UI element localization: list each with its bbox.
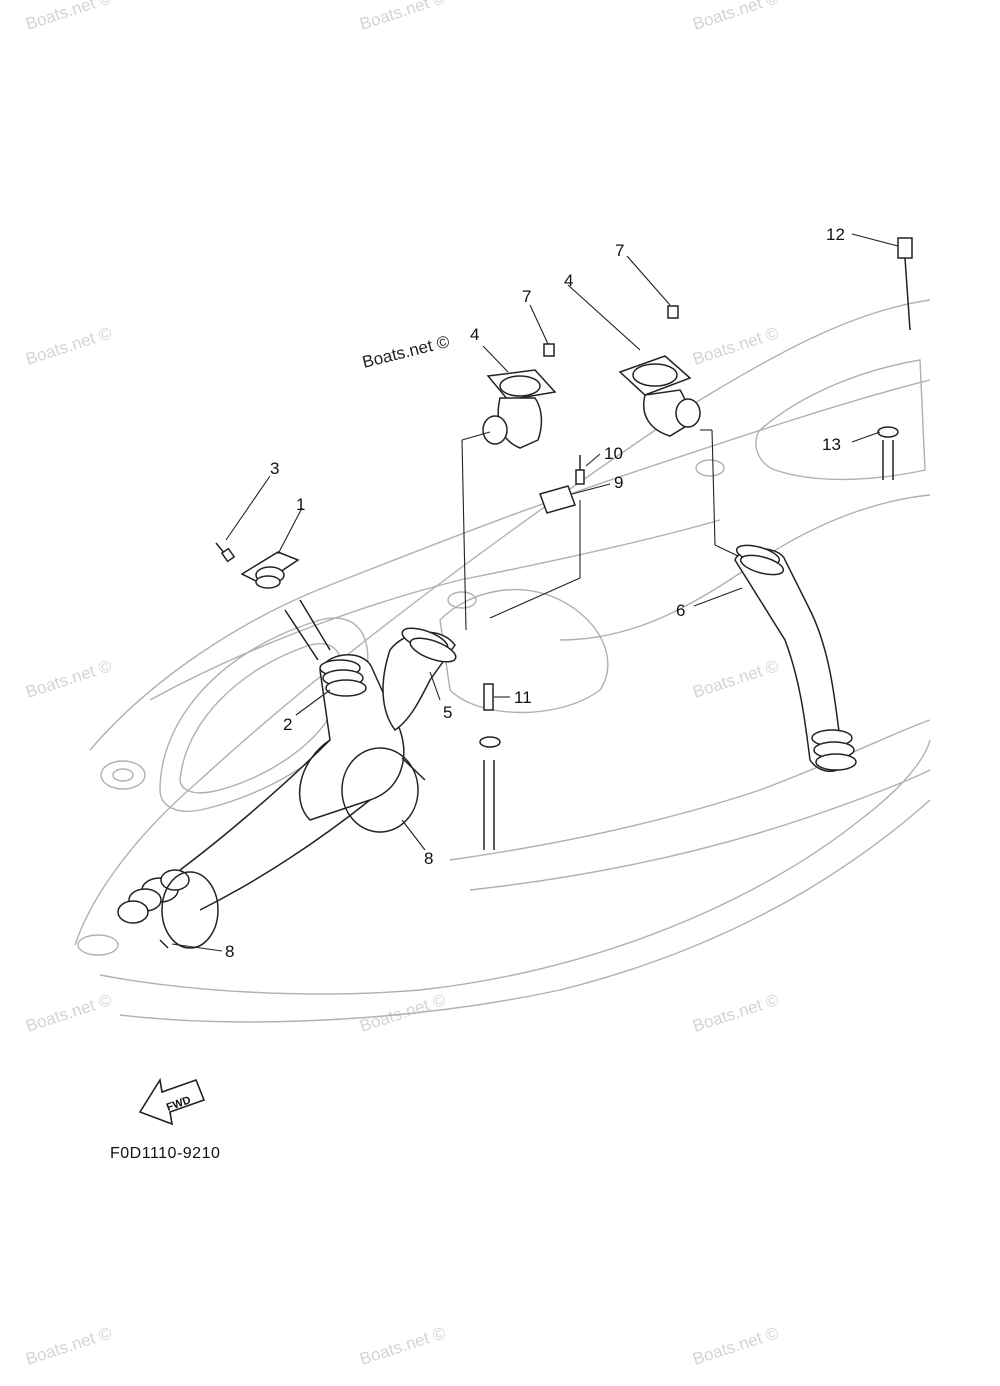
callout-1: 1 xyxy=(296,495,305,514)
callout-7-left: 7 xyxy=(522,287,531,306)
watermark: Boats.net © xyxy=(23,323,114,369)
part-4-elbow-left xyxy=(482,369,557,449)
callout-9: 9 xyxy=(614,473,623,492)
part-3-bolt xyxy=(215,542,236,563)
callout-6: 6 xyxy=(676,601,685,620)
callouts: 1 2 3 4 4 5 6 7 7 8 8 9 10 11 12 13 xyxy=(225,225,845,961)
part-2-hose xyxy=(284,599,405,821)
parts xyxy=(117,237,913,949)
watermark: Boats.net © xyxy=(357,990,448,1036)
callout-2: 2 xyxy=(283,715,292,734)
callout-11: 11 xyxy=(514,688,532,707)
part-9-10 xyxy=(539,455,585,514)
callout-4-left: 4 xyxy=(470,325,479,344)
callout-8-upper: 8 xyxy=(424,849,433,868)
callout-3: 3 xyxy=(270,459,279,478)
callout-10: 10 xyxy=(604,444,623,463)
leader-lines xyxy=(171,233,899,952)
callout-8-lower: 8 xyxy=(225,942,234,961)
part-7-screws xyxy=(543,305,679,357)
part-4-elbow-right xyxy=(618,355,701,437)
watermark: Boats.net © xyxy=(690,656,781,702)
watermark: Boats.net © xyxy=(23,1323,114,1369)
part-12-13 xyxy=(877,237,913,480)
fwd-arrow: FWD xyxy=(138,1077,206,1126)
callout-7-right: 7 xyxy=(615,241,624,260)
watermark: Boats.net © xyxy=(23,0,114,34)
callout-5: 5 xyxy=(443,703,452,722)
watermark: Boats.net © xyxy=(357,0,448,34)
part-5-hose xyxy=(382,627,457,732)
brand-label: Boats.net © xyxy=(360,332,451,372)
guide-lines xyxy=(461,429,739,631)
watermark: Boats.net © xyxy=(690,1323,781,1369)
figure-code: F0D1110-9210 xyxy=(110,1145,220,1162)
part-1-fitting xyxy=(240,551,300,589)
watermark: Boats.net © xyxy=(690,0,781,34)
watermark: Boats.net © xyxy=(690,990,781,1036)
callout-13: 13 xyxy=(822,435,841,454)
watermark: Boats.net © xyxy=(690,323,781,369)
watermark: Boats.net © xyxy=(23,990,114,1036)
callout-12: 12 xyxy=(826,225,845,244)
part-6-hose xyxy=(734,544,857,772)
hull-outline xyxy=(74,299,931,1023)
part-8-tie xyxy=(159,747,426,949)
watermark: Boats.net © xyxy=(357,1323,448,1369)
watermark: Boats.net © xyxy=(23,656,114,702)
part-11-tube xyxy=(479,683,501,850)
callout-4-right: 4 xyxy=(564,271,573,290)
front-hose xyxy=(117,739,371,924)
